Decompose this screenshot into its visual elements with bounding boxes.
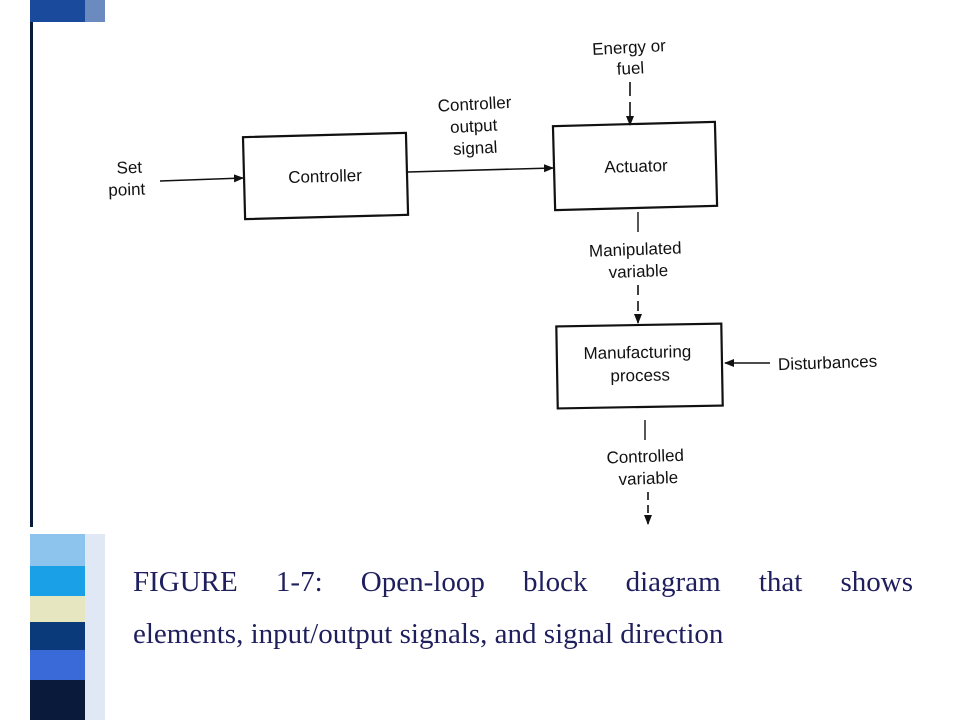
strip-block [30,22,33,527]
controlled-line-1: Controlled [606,446,684,468]
disturbances-label: Disturbances [778,352,878,374]
figure-caption: FIGURE 1-7: Open-loop block diagram that… [133,556,913,660]
controller-output-label: Controller output signal [437,93,519,160]
controller-block: Controller [241,131,410,221]
controller-output-line-3: signal [453,138,498,159]
strip-block [30,0,85,22]
process-label: Manufacturing process [583,342,696,386]
diagram-panel [33,22,723,527]
set-point-arrow [159,174,244,183]
manipulated-line-1: Manipulated [589,238,682,260]
set-point-line-2: point [108,180,146,200]
strip-block [30,596,85,622]
strip-block [30,622,85,650]
manipulated-line-2: variable [608,261,668,282]
energy-label: Energy or fuel [592,36,672,80]
controller-output-line-2: output [450,116,498,137]
strip-block [85,0,105,22]
process-line-1: Manufacturing [583,342,691,363]
controlled-line-2: variable [618,468,678,489]
strip-block [85,534,105,720]
caption-line-2: elements, input/output signals, and sign… [133,618,724,650]
set-point-label: Set point [107,158,148,200]
energy-line-2: fuel [616,58,644,78]
set-point-line-1: Set [116,158,142,178]
strip-block [30,566,85,596]
actuator-block: Actuator [551,120,719,212]
strip-block [30,680,85,720]
controller-label: Controller [288,166,363,187]
decorative-color-strip [0,0,108,720]
manufacturing-process-block: Manufacturing process [555,322,724,410]
energy-line-1: Energy or [592,36,667,59]
manipulated-variable-label: Manipulated variable [589,238,688,282]
controller-output-line-1: Controller [437,93,512,116]
controlled-variable-label: Controlled variable [606,446,690,490]
strip-block [30,534,85,566]
strip-block [30,650,85,680]
controller-output-arrow [407,164,554,173]
process-line-2: process [610,365,670,385]
caption-line-1: FIGURE 1-7: Open-loop block diagram that… [133,566,913,598]
actuator-label: Actuator [604,156,668,177]
